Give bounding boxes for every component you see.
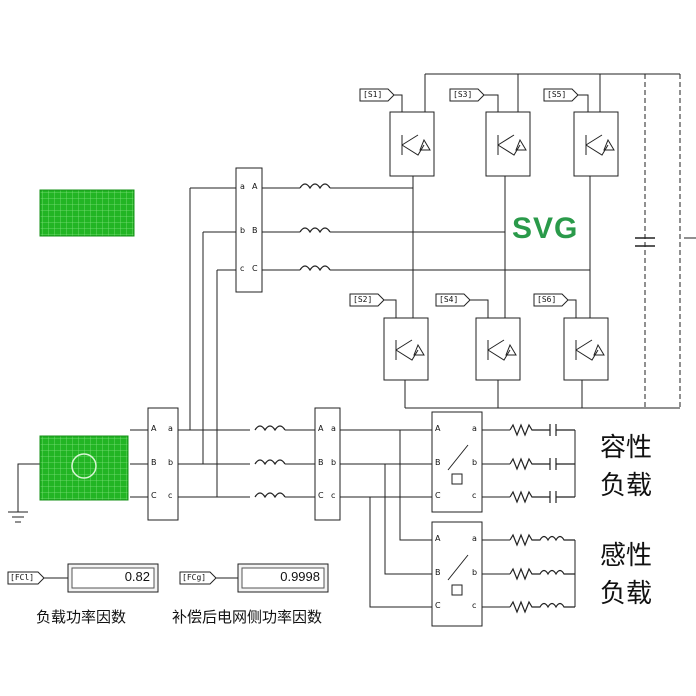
brk2-port-A: A [435, 534, 441, 543]
grid-pf-caption: 补偿后电网侧功率因数 [172, 608, 323, 626]
brk2-port-a: a [472, 534, 477, 543]
three-phase-source-block[interactable] [39, 435, 129, 501]
igbt-s6[interactable] [563, 317, 609, 381]
tag-s3[interactable] [449, 88, 485, 102]
brk1-port-b: b [472, 458, 478, 467]
load-pf-caption: 负载功率因数 [36, 608, 127, 626]
brk1-port-B: B [435, 458, 441, 467]
powergui-block[interactable] [39, 189, 135, 237]
tag-s6-label: [S6] [537, 295, 557, 304]
svg-port-b: b [240, 226, 246, 235]
grid-port-a: a [168, 424, 173, 433]
load-port-C: C [318, 491, 324, 500]
tag-s6[interactable] [533, 293, 569, 307]
inductive-load-label-2: 负载 [600, 579, 653, 609]
grid-port-B: B [151, 458, 157, 467]
brk2-port-c: c [472, 601, 477, 610]
grid-port-A: A [151, 424, 157, 433]
load-port-b: b [331, 458, 337, 467]
tag-fcl-label: [FCl] [10, 573, 35, 582]
tag-fcg[interactable] [179, 571, 217, 585]
brk2-port-C: C [435, 601, 441, 610]
load-measure-block[interactable] [314, 407, 341, 521]
load-pf-value: 0.82 [124, 569, 150, 584]
grid-port-C: C [151, 491, 157, 500]
grid-port-c: c [168, 491, 173, 500]
dc-capacitor [635, 237, 655, 247]
brk1-port-a: a [472, 424, 477, 433]
igbt-s4[interactable] [475, 317, 521, 381]
capacitive-load-label-1: 容性 [600, 433, 653, 463]
tag-s5-label: [S5] [547, 90, 567, 99]
igbt-s5[interactable] [573, 111, 619, 177]
brk1-port-A: A [435, 424, 441, 433]
tag-s1-label: [S1] [363, 90, 383, 99]
svg-port-A: A [252, 182, 258, 191]
grid-measure-block[interactable] [147, 407, 179, 521]
source-icon [71, 453, 97, 479]
breaker-capacitive[interactable] [431, 411, 483, 513]
svg-port-B: B [252, 226, 258, 235]
tag-s2-label: [S2] [353, 295, 373, 304]
svg-port-c: c [240, 264, 245, 273]
tag-fcl[interactable] [7, 571, 45, 585]
svg-port-C: C [252, 264, 258, 273]
svg-title: SVG [512, 212, 579, 245]
load-port-c: c [331, 491, 336, 500]
grid-port-b: b [168, 458, 174, 467]
tag-s1[interactable] [359, 88, 395, 102]
grid-pf-value: 0.9998 [280, 569, 320, 584]
tag-s5[interactable] [543, 88, 579, 102]
svg-port-a: a [240, 182, 245, 191]
tag-s3-label: [S3] [453, 90, 473, 99]
brk1-port-c: c [472, 491, 477, 500]
load-port-B: B [318, 458, 324, 467]
tag-s4[interactable] [435, 293, 471, 307]
brk2-port-B: B [435, 568, 441, 577]
load-port-A: A [318, 424, 324, 433]
capacitive-load-label-2: 负载 [600, 471, 653, 501]
inductive-load-label-1: 感性 [600, 541, 653, 571]
igbt-s2[interactable] [383, 317, 429, 381]
svg-measure-block[interactable] [235, 167, 263, 293]
tag-fcg-label: [FCg] [182, 573, 207, 582]
tag-s2[interactable] [349, 293, 385, 307]
igbt-s1[interactable] [389, 111, 435, 177]
brk2-port-b: b [472, 568, 478, 577]
inductor-svg-a [299, 183, 331, 190]
load-port-a: a [331, 424, 336, 433]
brk1-port-C: C [435, 491, 441, 500]
igbt-s3[interactable] [485, 111, 531, 177]
tag-s4-label: [S4] [439, 295, 459, 304]
breaker-inductive[interactable] [431, 521, 483, 627]
